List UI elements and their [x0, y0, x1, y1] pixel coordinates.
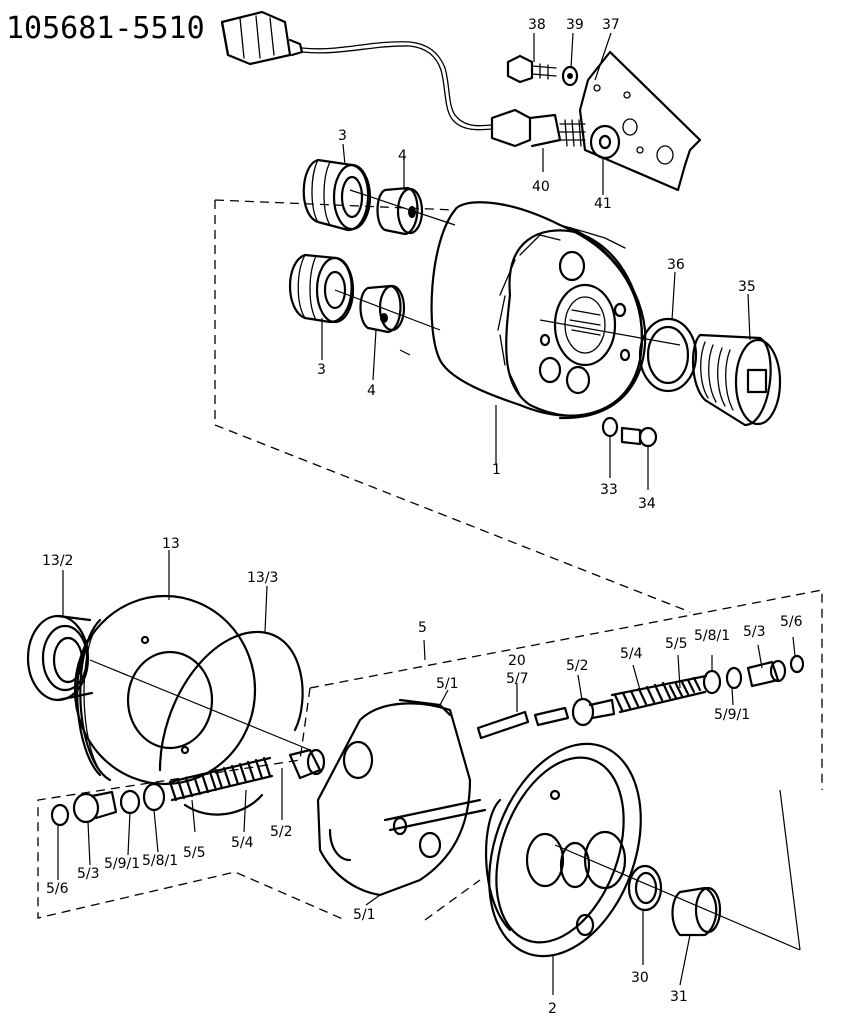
label-13-2: 13/2 [42, 553, 73, 569]
axis-line-lower-right [554, 789, 801, 951]
washer-33 [601, 416, 619, 438]
plug-5-3-upper [746, 659, 787, 688]
housing-1 [430, 201, 647, 420]
label-5-3-upper: 5/3 [743, 624, 766, 640]
label-3-lower: 3 [317, 362, 326, 378]
washer-5-8-1-lower [142, 782, 166, 812]
spring-5-4-upper [613, 681, 672, 712]
label-31: 31 [670, 989, 688, 1005]
valve-5-2-center [288, 748, 326, 780]
washer-41 [589, 124, 621, 160]
spring-5-5-lower [168, 770, 218, 802]
label-5-5-upper: 5/5 [665, 636, 688, 652]
drawing-number: 105681-5510 [6, 11, 205, 46]
label-20: 20 [508, 653, 526, 669]
label-37: 37 [602, 17, 620, 33]
piston-4-lower [359, 284, 406, 334]
label-5-8-1-upper: 5/8/1 [694, 628, 730, 644]
label-4-lower: 4 [367, 383, 376, 399]
seal-5-6-lower [50, 803, 70, 827]
plug-5-3-lower [72, 790, 118, 824]
sleeve-3-lower [288, 253, 355, 324]
label-34: 34 [638, 496, 656, 512]
label-5-2-lower: 5/2 [270, 824, 293, 840]
label-5: 5 [418, 620, 427, 636]
label-4-upper: 4 [398, 148, 407, 164]
seal-5-6-upper [789, 654, 805, 674]
label-30: 30 [631, 970, 649, 986]
label-5-9-1-lower: 5/9/1 [104, 856, 140, 872]
label-5-4-lower: 5/4 [231, 835, 254, 851]
label-5-2-upper: 5/2 [566, 658, 589, 674]
label-33: 33 [600, 482, 618, 498]
nut-31 [671, 886, 722, 937]
label-40: 40 [532, 179, 550, 195]
screw-34 [620, 426, 658, 448]
sensor-40 [490, 108, 586, 148]
pin-20 [476, 710, 530, 740]
washer-5-9-1-upper [725, 666, 743, 690]
label-38: 38 [528, 17, 546, 33]
leader-lines [57, 32, 796, 995]
valve-5-2-upper [533, 697, 616, 727]
label-2: 2 [548, 1001, 557, 1017]
label-35: 35 [738, 279, 756, 295]
sleeve-3-upper [302, 158, 372, 232]
spring-5-4-lower [214, 756, 272, 790]
label-3-upper: 3 [338, 128, 347, 144]
label-36: 36 [667, 257, 685, 273]
sensor-connector [220, 10, 493, 131]
spring-5-5-upper [668, 676, 702, 700]
lower-group-outline [37, 589, 823, 921]
label-5-5-lower: 5/5 [183, 845, 206, 861]
label-41: 41 [594, 196, 612, 212]
bearing-13-2 [26, 614, 94, 702]
label-5-6-lower: 5/6 [46, 881, 69, 897]
gasket-36 [638, 317, 698, 393]
axis-lines-upper [334, 189, 681, 356]
label-39: 39 [566, 17, 584, 33]
axis-line-lower [89, 659, 311, 751]
label-13: 13 [162, 536, 180, 552]
label-5-1-upper: 5/1 [436, 676, 459, 692]
label-1: 1 [492, 462, 501, 478]
label-5-8-1-lower: 5/8/1 [142, 853, 178, 869]
washer-5-9-1-lower [119, 789, 141, 815]
label-5-6-upper: 5/6 [780, 614, 803, 630]
hub-5-1 [316, 698, 487, 897]
pulley-13 [73, 594, 257, 786]
bolt-38 [506, 54, 557, 84]
label-5-4-upper: 5/4 [620, 646, 643, 662]
snap-ring-13-3 [158, 630, 304, 772]
label-5-7: 5/7 [506, 671, 529, 687]
label-5-9-1-upper: 5/9/1 [714, 707, 750, 723]
label-13-3: 13/3 [247, 570, 278, 586]
cover-2 [484, 742, 642, 958]
plug-35 [691, 333, 782, 427]
label-5-3-lower: 5/3 [77, 866, 100, 882]
piston-4-upper [376, 186, 424, 236]
label-5-1-lower: 5/1 [353, 907, 376, 923]
washer-5-8-1-upper [702, 669, 722, 695]
bracket-37 [578, 50, 702, 192]
